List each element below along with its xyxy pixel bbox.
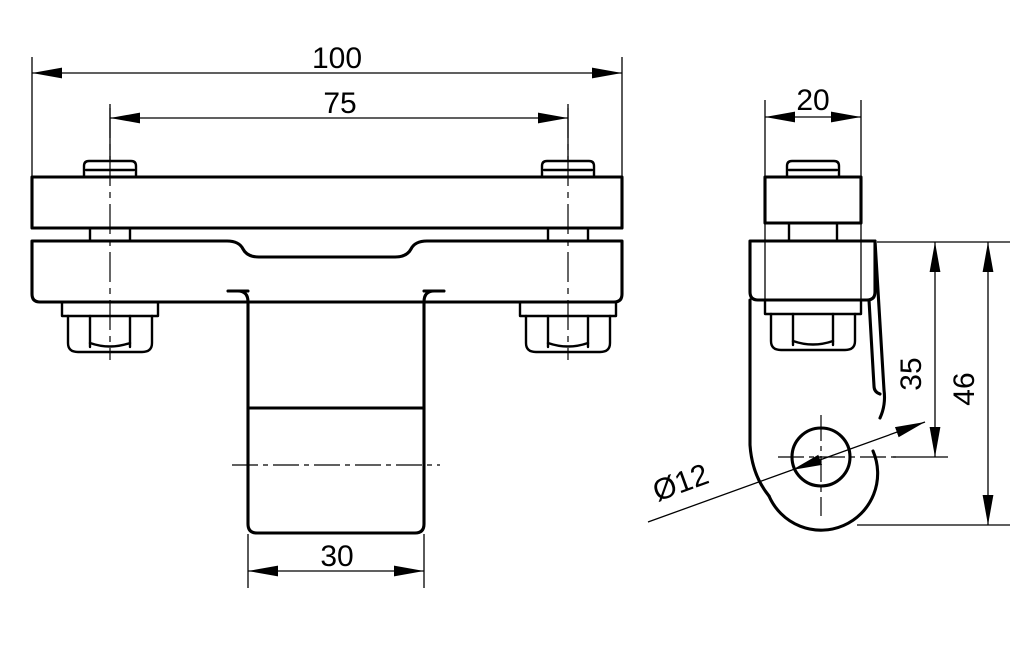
side-nut-assembly <box>763 298 863 352</box>
washer-right <box>518 300 618 318</box>
side-right-arm-outer <box>873 239 886 392</box>
nut-chamfer-right <box>546 341 590 348</box>
dimension-label-46: 46 <box>948 372 981 405</box>
nut-assembly-right <box>518 300 618 354</box>
dimension-label-diameter-12: Ø12 <box>648 458 713 508</box>
dimension-label-35: 35 <box>895 357 928 390</box>
side-washer <box>763 298 863 316</box>
dimension-height-to-eye: 35 <box>877 241 1010 458</box>
side-bolt-head <box>785 159 841 179</box>
side-nut-chamfer <box>791 339 835 346</box>
dimension-stem-width: 30 <box>247 534 425 588</box>
top-clamp-plate <box>30 175 624 230</box>
dimension-label-20: 20 <box>796 84 829 117</box>
dimension-bore-diameter: Ø12 <box>647 421 926 523</box>
bolt-shank-right <box>546 226 590 243</box>
nut-assembly-left <box>60 300 160 354</box>
side-arm-tip <box>878 388 887 420</box>
body-block <box>30 239 624 304</box>
side-top-plate <box>763 175 863 225</box>
dimension-bolt-spacing: 75 <box>109 87 569 160</box>
side-view <box>748 159 901 532</box>
dimension-label-75: 75 <box>323 87 356 120</box>
eye-outer-arc <box>767 449 880 532</box>
nut-left <box>66 314 154 354</box>
bolt-shank-left <box>88 226 132 243</box>
nut-right <box>524 314 612 354</box>
stem-outline <box>236 289 436 535</box>
dimension-overall-height: 46 <box>857 242 1010 526</box>
side-left-web <box>748 298 771 498</box>
front-view <box>30 108 624 535</box>
dimension-overall-width: 100 <box>31 42 623 178</box>
side-body-block <box>748 239 877 302</box>
dimension-side-width: 20 <box>764 84 862 300</box>
dimension-label-100: 100 <box>312 42 362 75</box>
dimension-label-30: 30 <box>320 540 353 573</box>
nut-chamfer-left <box>88 341 132 348</box>
side-nut <box>769 312 857 352</box>
bolt-head-right <box>540 159 596 179</box>
bolt-head-left <box>82 159 138 179</box>
washer-left <box>60 300 160 318</box>
side-right-arm-inner <box>867 298 882 396</box>
